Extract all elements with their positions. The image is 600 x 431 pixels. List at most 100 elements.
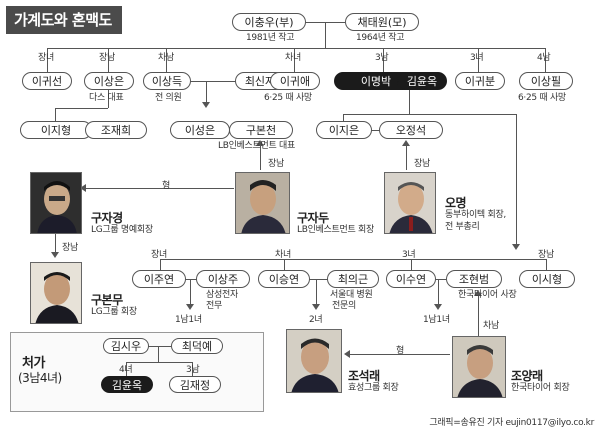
relation-label: 장남 bbox=[62, 243, 78, 253]
sibling-note: 6·25 때 사망 bbox=[264, 93, 312, 103]
connector-line bbox=[325, 22, 326, 48]
relation-label: 차녀 bbox=[285, 53, 301, 63]
spouse-node: 구본천 bbox=[229, 121, 293, 139]
connector-line bbox=[55, 108, 108, 109]
connector-line bbox=[478, 48, 479, 72]
person-name: 구자경 bbox=[91, 211, 123, 225]
portrait-image bbox=[452, 336, 506, 398]
arrow-icon bbox=[256, 140, 264, 146]
relation-label: 4남 bbox=[537, 53, 551, 63]
person-title: LG그룹 회장 bbox=[91, 307, 137, 317]
sibling-note: 다스 대표 bbox=[89, 93, 124, 103]
connector-line bbox=[370, 130, 384, 131]
spouse-node: 최의근 bbox=[327, 270, 379, 288]
mother-note: 1964년 작고 bbox=[356, 33, 405, 43]
connector-line bbox=[206, 81, 207, 105]
connector-line bbox=[166, 48, 167, 72]
grandchildren-count: 2녀 bbox=[309, 315, 323, 325]
child-node: 이승연 bbox=[258, 270, 310, 288]
kim-yunok-inlaw-node: 김윤옥 bbox=[101, 376, 153, 393]
relation-label: 3녀 bbox=[402, 250, 416, 260]
connector-line bbox=[343, 114, 344, 124]
connector-line bbox=[438, 279, 439, 307]
arrow-icon bbox=[474, 290, 482, 296]
grandchildren-count: 1남1녀 bbox=[423, 315, 450, 325]
spouse-note: 전무 bbox=[206, 301, 222, 311]
inlaws-heading: 처가 bbox=[22, 356, 45, 371]
inlaws-count: (3남4녀) bbox=[18, 371, 62, 385]
arrow-icon bbox=[434, 304, 442, 310]
connector-line bbox=[305, 279, 329, 280]
connector-line bbox=[126, 362, 192, 363]
connector-line bbox=[316, 279, 317, 307]
portrait-image bbox=[30, 172, 82, 234]
connector-line bbox=[160, 259, 546, 260]
portrait-image bbox=[384, 172, 436, 234]
connector-line bbox=[516, 114, 517, 244]
kim-yunok-node: 김윤옥 bbox=[397, 72, 447, 90]
spouse-note: LB인베스트먼트 대표 bbox=[218, 141, 295, 151]
connector-line bbox=[158, 346, 159, 362]
spouse-note: 한국타이어 사장 bbox=[458, 290, 517, 300]
connector-line bbox=[478, 296, 479, 336]
person-name: 구본무 bbox=[91, 293, 123, 307]
daughter-node: 이지은 bbox=[316, 121, 372, 139]
person-title: 한국타이어 회장 bbox=[511, 383, 570, 393]
arrow-icon bbox=[312, 304, 320, 310]
inlaw-son-node: 김재정 bbox=[169, 376, 221, 393]
sibling-note: 전 의원 bbox=[155, 93, 182, 103]
connector-line bbox=[192, 362, 193, 376]
portrait-image bbox=[286, 329, 342, 393]
relation-label: 차남 bbox=[158, 53, 174, 63]
connector-line bbox=[47, 48, 545, 49]
arrow-icon bbox=[344, 350, 350, 358]
sibling-node: 이상은 bbox=[84, 72, 134, 90]
spouse-note: 서울대 병원 bbox=[330, 290, 373, 300]
relation-label: 장남 bbox=[268, 159, 284, 169]
relation-label: 장녀 bbox=[38, 53, 54, 63]
connector-line bbox=[160, 259, 161, 271]
father-node: 이충우(부) bbox=[232, 13, 306, 31]
niece-node: 이지형 bbox=[20, 121, 92, 139]
person-name: 조석래 bbox=[348, 369, 380, 383]
connector-line bbox=[108, 90, 109, 108]
connector-line bbox=[409, 90, 410, 114]
child-node: 이수연 bbox=[386, 270, 436, 288]
person-title: 효성그룹 회장 bbox=[348, 383, 399, 393]
spouse-node: 오정석 bbox=[379, 121, 443, 139]
sibling-node: 이귀애 bbox=[270, 72, 320, 90]
arrow-icon bbox=[202, 102, 210, 108]
person-name: 구자두 bbox=[297, 211, 329, 225]
father-note: 1981년 작고 bbox=[246, 33, 295, 43]
sibling-node: 이상필 bbox=[519, 72, 573, 90]
child-node: 이주연 bbox=[132, 270, 186, 288]
connector-line bbox=[126, 362, 127, 376]
arrow-icon bbox=[512, 244, 520, 250]
person-title: LB인베스트먼트 회장 bbox=[297, 225, 374, 235]
sibling-note: 6·25 때 사망 bbox=[518, 93, 566, 103]
connector-line bbox=[411, 259, 412, 271]
sibling-node: 이귀선 bbox=[22, 72, 72, 90]
relation-label: 3남 bbox=[186, 365, 200, 375]
connector-line bbox=[189, 81, 239, 82]
relation-label: 장남 bbox=[538, 250, 554, 260]
child-node: 이시형 bbox=[519, 270, 575, 288]
person-title: 동부하이텍 회장, bbox=[445, 210, 506, 220]
spouse-node: 조현범 bbox=[446, 270, 502, 288]
connector-line bbox=[190, 279, 191, 307]
sibling-node: 이귀분 bbox=[455, 72, 505, 90]
relation-label: 3남 bbox=[375, 53, 389, 63]
person-name: 조양래 bbox=[511, 369, 543, 383]
person-title: 전 부총리 bbox=[445, 222, 480, 232]
relation-label: 형 bbox=[162, 181, 170, 191]
portrait-image bbox=[30, 262, 82, 324]
connector-line bbox=[47, 48, 48, 72]
relation-label: 차남 bbox=[483, 321, 499, 331]
relation-label: 차녀 bbox=[275, 250, 291, 260]
arrow-icon bbox=[402, 140, 410, 146]
relation-label: 장녀 bbox=[151, 250, 167, 260]
connector-line bbox=[55, 232, 56, 252]
arrow-icon bbox=[186, 304, 194, 310]
connector-line bbox=[383, 48, 384, 72]
